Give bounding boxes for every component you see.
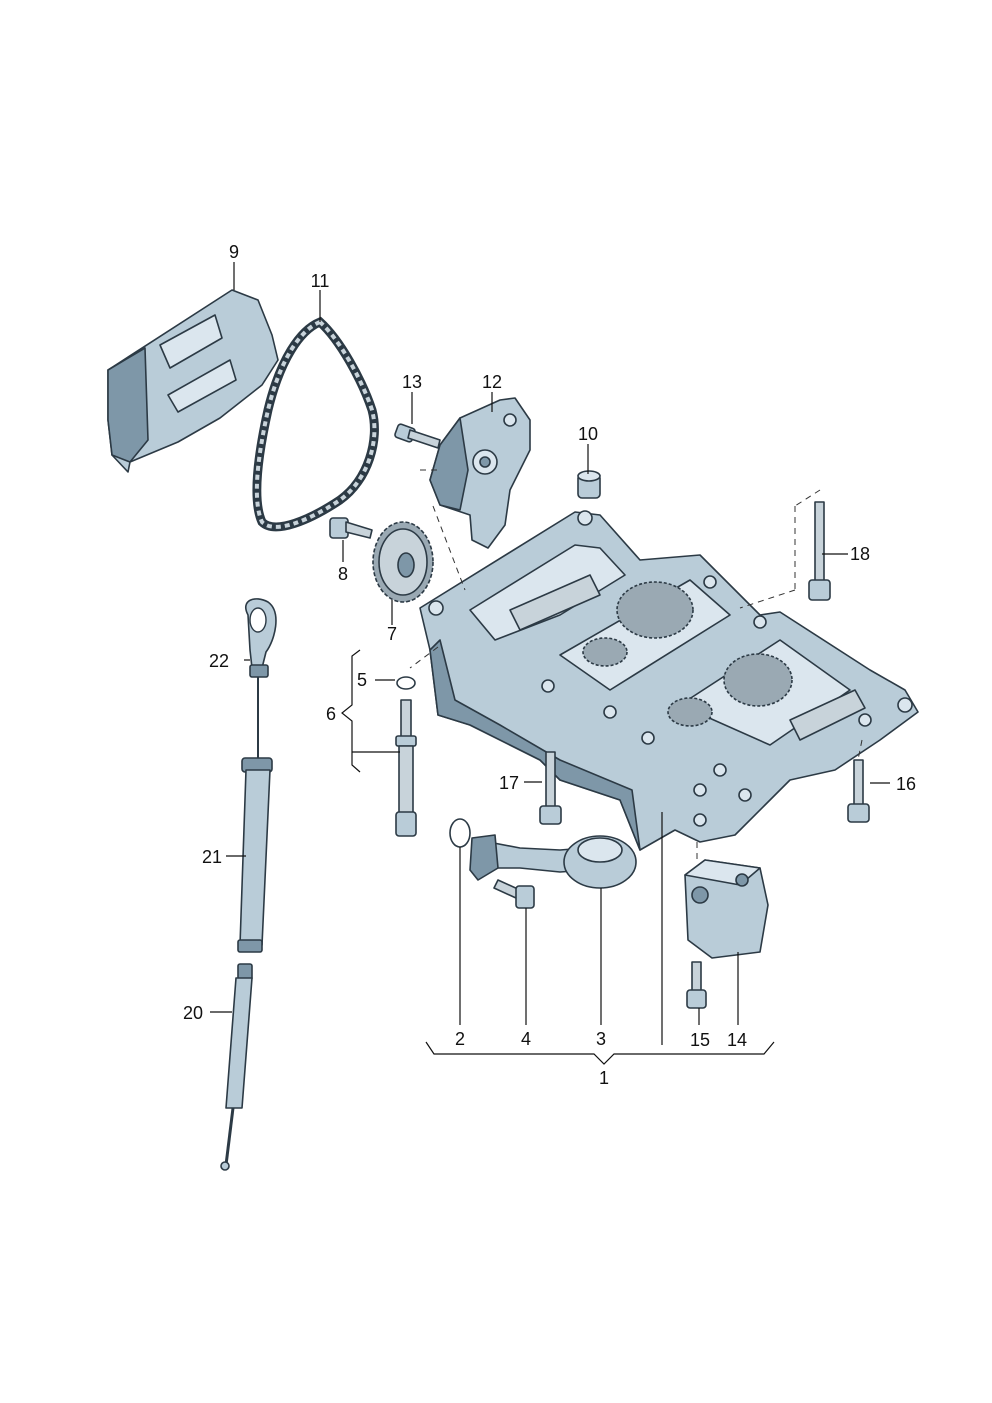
callout-labels: 9 11 13 12 10 18 8 7 22 5 6 17 16 21 20 …	[183, 242, 916, 1088]
part-22-dipstick-handle	[245, 598, 277, 760]
callout-12: 12	[482, 372, 502, 392]
callout-11: 11	[311, 271, 330, 291]
callout-13: 13	[402, 372, 422, 392]
part-5-o-ring	[396, 676, 416, 690]
callout-15: 15	[690, 1030, 710, 1050]
alignment-line	[857, 739, 863, 761]
part-9-cover	[107, 289, 279, 473]
callout-20: 20	[183, 1003, 203, 1023]
callout-10: 10	[578, 424, 598, 444]
alignment-line	[432, 505, 466, 591]
part-18-bolt	[808, 501, 831, 601]
part-12-bracket	[429, 397, 531, 549]
callout-22: 22	[209, 651, 229, 671]
part-15-bolt	[686, 961, 707, 1009]
part-10-sleeve	[577, 470, 601, 499]
part-2-o-ring	[449, 818, 471, 848]
part-8-bolt	[329, 517, 373, 539]
alignment-line	[794, 489, 821, 507]
callout-3: 3	[596, 1029, 606, 1049]
part-20-lower-tube	[220, 963, 253, 1171]
part-1-housing	[419, 510, 919, 851]
part-17-bolt	[539, 751, 562, 825]
alignment-line	[739, 589, 796, 609]
part-11-chain	[252, 316, 379, 532]
callout-7: 7	[387, 624, 397, 644]
callout-9: 9	[229, 242, 239, 262]
callout-16: 16	[896, 774, 916, 794]
part-14-pump	[684, 859, 769, 959]
callout-21: 21	[202, 847, 222, 867]
callout-17: 17	[499, 773, 519, 793]
part-16-bolt	[847, 759, 870, 823]
callout-5: 5	[357, 670, 367, 690]
callout-6: 6	[326, 704, 336, 724]
part-3-pickup	[469, 834, 637, 889]
alignment-line	[409, 646, 439, 669]
part-6-stud	[395, 699, 417, 837]
part-7-sprocket	[372, 521, 434, 603]
callout-2: 2	[455, 1029, 465, 1049]
callout-4: 4	[521, 1029, 531, 1049]
callout-14: 14	[727, 1030, 747, 1050]
part-21-guide-tube	[237, 757, 273, 953]
callout-1: 1	[599, 1068, 609, 1088]
callout-8: 8	[338, 564, 348, 584]
part-13-bolt	[394, 423, 441, 449]
callout-18: 18	[850, 544, 870, 564]
part-4-bolt	[493, 879, 535, 909]
leader-lines	[210, 262, 890, 1065]
